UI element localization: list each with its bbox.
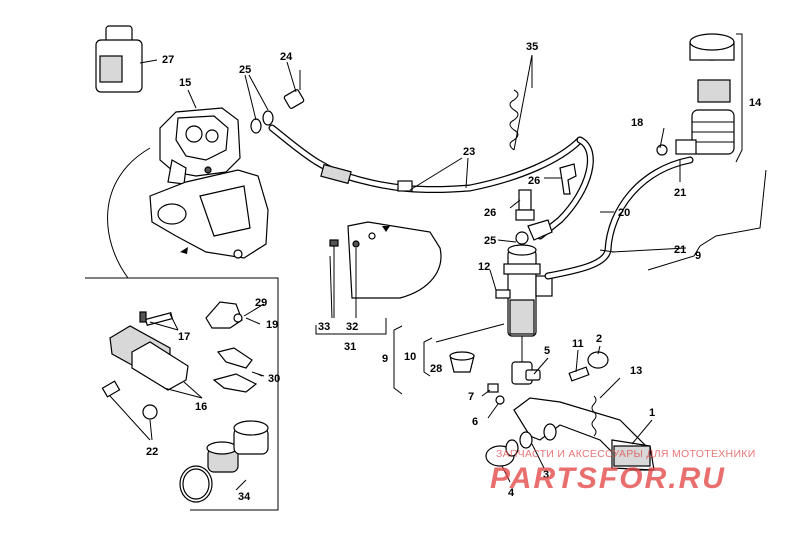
- rear-brake-pedal: [485, 377, 655, 471]
- callout-27: 27: [162, 54, 174, 66]
- callout-23: 23: [463, 146, 475, 158]
- callout-5: 5: [544, 345, 550, 357]
- callout-24: 24: [280, 51, 293, 63]
- brake-fluid-bottle: [95, 25, 158, 93]
- callout-33: 33: [318, 321, 330, 333]
- watermark-logo: PARTSFOR.RU: [490, 462, 726, 495]
- callout-6: 6: [472, 416, 478, 428]
- assembly-brackets: [393, 169, 767, 395]
- callout-32: 32: [346, 321, 358, 333]
- callout-35: 35: [526, 41, 538, 53]
- brake-fluid-reservoir: [656, 33, 743, 163]
- callout-20: 20: [618, 207, 630, 219]
- callout-11: 11: [572, 338, 584, 350]
- callout-12: 12: [478, 261, 490, 273]
- callout-28: 28: [430, 363, 442, 375]
- rear-master-cylinder: [435, 231, 553, 385]
- callout-25-bottom: 25: [484, 235, 496, 247]
- callout-30: 30: [268, 373, 280, 385]
- reservoir-hose: [544, 156, 694, 280]
- pad-spring-and-clip: [205, 301, 265, 393]
- callout-26-top: 26: [528, 175, 540, 187]
- pad-pins: [139, 311, 179, 331]
- banjo-bolt-and-washers: [244, 61, 305, 134]
- callout-1: 1: [649, 407, 655, 419]
- heat-shield: [315, 221, 442, 335]
- callout-13: 13: [630, 365, 642, 377]
- callout-7: 7: [468, 391, 474, 403]
- watermark-tagline: ЗАПЧАСТИ И АКСЕССУАРЫ ДЛЯ МОТОТЕХНИКИ: [496, 448, 756, 460]
- caliper-bracket: [149, 169, 269, 259]
- callout-3: 3: [543, 469, 549, 481]
- brake-hose: [268, 124, 594, 240]
- section-dividers: [85, 147, 279, 511]
- piston-and-seals: [179, 420, 269, 503]
- callout-9-left: 9: [382, 353, 388, 365]
- leader-lines: [243, 55, 687, 483]
- callout-14: 14: [749, 97, 762, 109]
- watermark: ЗАПЧАСТИ И АКСЕССУАРЫ ДЛЯ МОТОТЕХНИКИ PA…: [490, 448, 756, 495]
- callout-2: 2: [596, 333, 602, 345]
- callout-10: 10: [404, 351, 416, 363]
- rear-brake-caliper: [159, 89, 241, 185]
- small-hardware: [487, 351, 609, 405]
- callout-18: 18: [631, 117, 643, 129]
- callout-labels: 27 15 25 24 23 35 26 26 25 12 14 18 21 2…: [146, 41, 762, 503]
- brake-pads: [109, 325, 203, 399]
- dust-boot: [449, 351, 475, 373]
- callout-29: 29: [255, 297, 267, 309]
- callout-25-top: 25: [239, 64, 251, 76]
- callout-19: 19: [266, 319, 278, 331]
- callout-9-right: 9: [695, 250, 701, 262]
- callout-34: 34: [238, 491, 251, 503]
- caliper-pins: [101, 380, 158, 441]
- callout-31: 31: [344, 341, 356, 353]
- callout-22: 22: [146, 446, 158, 458]
- callout-4: 4: [508, 487, 515, 499]
- callout-16: 16: [195, 401, 207, 413]
- hose-fittings: [515, 163, 577, 241]
- callout-26-bottom: 26: [484, 207, 496, 219]
- callout-21-top: 21: [674, 187, 686, 199]
- callout-17: 17: [178, 331, 190, 343]
- callout-15: 15: [179, 77, 191, 89]
- spiral-hose-guard: [509, 54, 533, 151]
- callout-21-bottom: 21: [674, 244, 686, 256]
